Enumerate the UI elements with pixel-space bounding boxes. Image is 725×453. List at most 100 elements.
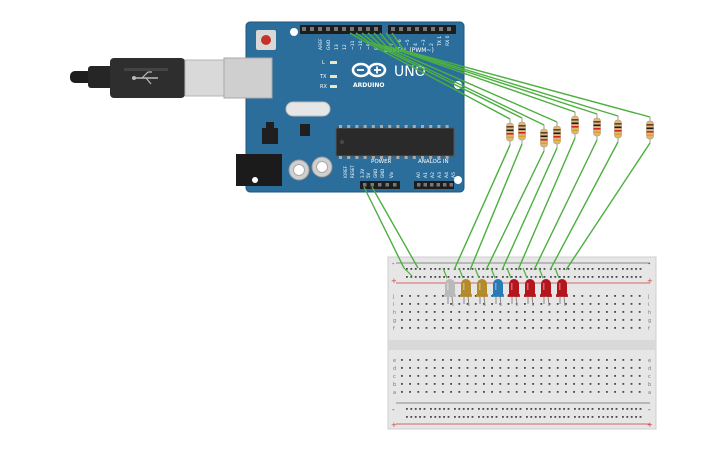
- hole: [556, 311, 559, 313]
- hole: [499, 391, 502, 393]
- hole: [597, 319, 600, 321]
- hole: [507, 391, 510, 393]
- rail-hole: [462, 416, 465, 418]
- hole: [638, 359, 641, 361]
- hole: [622, 375, 625, 377]
- chip-pin: [429, 156, 433, 159]
- header-pin: [431, 27, 435, 31]
- hole: [589, 295, 592, 297]
- rail-hole: [447, 416, 450, 418]
- rail-plus-label: +: [647, 421, 653, 429]
- hole: [548, 359, 551, 361]
- hole: [556, 367, 559, 369]
- hole: [581, 319, 584, 321]
- led: [476, 279, 488, 307]
- header-pin: [363, 183, 367, 187]
- rail-hole: [582, 276, 585, 278]
- resistor-body: [506, 122, 514, 142]
- pin-label: ~10: [358, 40, 364, 50]
- rail-hole: [414, 276, 417, 278]
- resistor-body: [646, 120, 654, 140]
- led: [524, 279, 536, 307]
- header-pin: [436, 183, 440, 187]
- hole: [556, 303, 559, 305]
- hole: [401, 391, 403, 393]
- hole: [409, 367, 411, 369]
- rail-hole: [467, 408, 469, 410]
- pin-label: ~5: [405, 39, 411, 46]
- row-letter: h: [393, 310, 396, 316]
- header-pin: [423, 27, 427, 31]
- rail-hole: [639, 276, 642, 278]
- hole: [597, 367, 600, 369]
- header-pin: [407, 27, 411, 31]
- hole: [491, 319, 493, 321]
- hole: [614, 391, 616, 393]
- hole: [540, 375, 543, 377]
- led-body: [525, 279, 535, 296]
- pin-label: 3.3V: [360, 169, 365, 178]
- hole: [433, 391, 436, 393]
- hole: [425, 375, 428, 377]
- hole: [466, 375, 469, 377]
- hole: [540, 327, 543, 329]
- resistor-band: [518, 132, 526, 134]
- chip-pin: [339, 125, 342, 128]
- rail-minus-label: -: [392, 406, 395, 414]
- hole: [401, 295, 403, 297]
- rail-hole: [543, 276, 546, 278]
- hole: [606, 391, 608, 393]
- hole: [515, 383, 518, 385]
- pin-label: 12: [342, 44, 348, 50]
- pin-label: IOREF: [343, 165, 348, 178]
- hole: [573, 375, 575, 377]
- rail-hole: [598, 276, 600, 278]
- rail-hole: [554, 276, 557, 278]
- hole: [630, 303, 633, 305]
- hole: [606, 359, 608, 361]
- hole: [458, 359, 461, 361]
- hole: [630, 375, 633, 377]
- hole: [638, 319, 641, 321]
- rail-plus-label: +: [391, 277, 397, 285]
- row-letter: h: [648, 310, 651, 316]
- wire: [367, 32, 558, 123]
- rail-hole: [635, 268, 637, 270]
- chip-pin: [396, 156, 400, 159]
- hole: [433, 319, 436, 321]
- analog-header-label: ANALOG IN: [418, 159, 449, 165]
- led-body: [445, 279, 455, 296]
- hole: [450, 327, 452, 329]
- rail-hole: [626, 408, 629, 410]
- pin-label: RESET: [350, 165, 355, 178]
- pin-label: AREF: [318, 38, 324, 50]
- rail-hole: [410, 268, 413, 270]
- hole: [638, 375, 641, 377]
- row-letter: a: [393, 390, 396, 396]
- hole: [499, 311, 502, 313]
- hole: [442, 375, 444, 377]
- hole: [532, 375, 534, 377]
- hole: [515, 311, 518, 313]
- rail-hole: [434, 276, 437, 278]
- pin-label: A2: [430, 172, 436, 178]
- row-letter: b: [393, 382, 396, 388]
- hole: [507, 319, 510, 321]
- arduino-board[interactable]: AREF GND 13 12 ~11 ~10 ~9 8 7 ~6 ~5 4 ~3…: [223, 21, 465, 193]
- resistor-band: [506, 133, 514, 135]
- hole: [515, 319, 518, 321]
- rail-hole: [639, 268, 642, 270]
- header-pin: [302, 27, 306, 31]
- rail-hole: [615, 416, 618, 418]
- pin-label: RX 0: [445, 35, 451, 46]
- hole: [524, 383, 526, 385]
- rail-plus-label: +: [647, 277, 653, 285]
- rail-hole: [519, 276, 522, 278]
- breadboard[interactable]: - + - + - + - + j i h g f j i h g f e d …: [387, 256, 657, 430]
- pin-label: A0: [416, 172, 422, 178]
- hole: [401, 367, 403, 369]
- wire: [501, 147, 558, 271]
- hole: [466, 311, 469, 313]
- hole: [491, 311, 493, 313]
- header-pin: [399, 27, 403, 31]
